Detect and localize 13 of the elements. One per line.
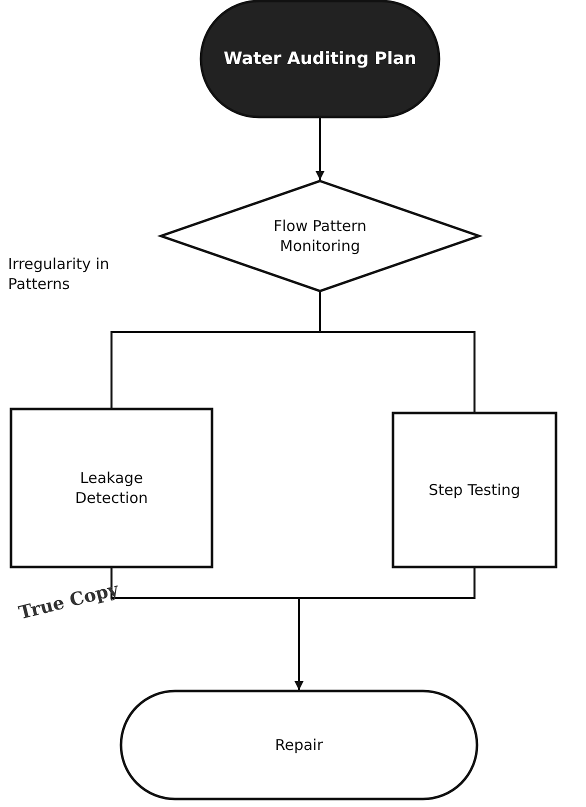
stamp-text: True Copy [16, 578, 122, 626]
process-box [392, 412, 557, 568]
process-box [10, 408, 213, 568]
node-label: Repair [274, 734, 324, 756]
arrow [316, 118, 324, 180]
node-label: Leakage Detection [74, 468, 149, 508]
condition-label: Irregularity in Patterns [8, 254, 110, 294]
arrow [294, 568, 476, 690]
decision-diamond [160, 180, 480, 292]
node-label: Water Auditing Plan [224, 48, 416, 70]
connector-line [319, 292, 476, 412]
node-label: Flow Pattern Monitoring [272, 216, 368, 256]
node-label: Step Testing [428, 480, 520, 500]
